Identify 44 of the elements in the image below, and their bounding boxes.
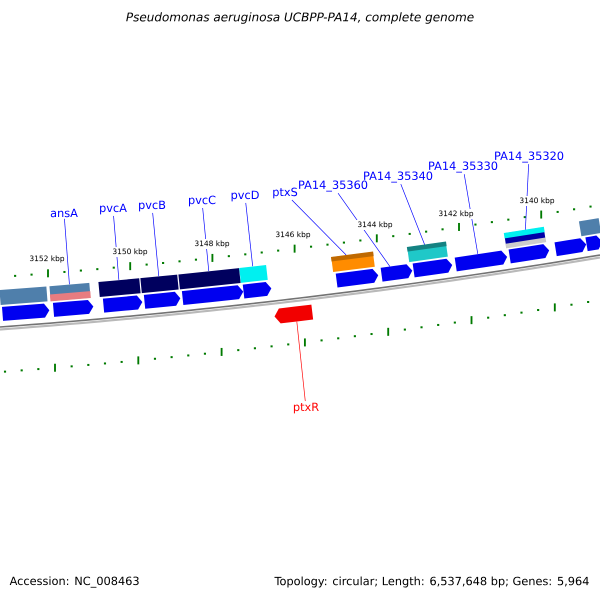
gene-label: ansA xyxy=(50,208,78,218)
gene-block xyxy=(52,300,94,317)
gene-label: pvcA xyxy=(100,204,127,214)
gene-block xyxy=(508,244,550,264)
leader-line xyxy=(296,321,306,402)
gene-label: PA14_35340 xyxy=(364,171,432,183)
gene-block xyxy=(182,285,244,306)
gene-block xyxy=(242,282,272,298)
gene-bar xyxy=(239,264,268,283)
title: Pseudomonas aeruginosa UCBPP-PA14, complete genome xyxy=(126,12,474,24)
gene-bar xyxy=(504,226,546,248)
gene-block xyxy=(336,268,378,288)
leader-line xyxy=(400,184,425,245)
gene-bar xyxy=(578,218,600,236)
leader-line xyxy=(292,200,346,256)
gene-label: PA14_35330 xyxy=(429,161,498,173)
gene-label: pvcB xyxy=(139,200,166,212)
leader-line xyxy=(245,202,253,267)
gene-bar xyxy=(49,282,91,302)
gene-bar xyxy=(406,242,448,262)
gene-block xyxy=(144,292,180,309)
gene-label: PA14_35360 xyxy=(299,180,368,192)
gene-block xyxy=(380,264,412,282)
gene-block xyxy=(585,236,600,252)
gene-block xyxy=(2,304,50,321)
gene-label: pvcD xyxy=(232,190,259,202)
gene-block xyxy=(412,258,452,278)
leader-line xyxy=(464,174,478,254)
gene-label: ptxS xyxy=(273,188,298,198)
leader-line xyxy=(64,218,70,285)
gene-bar xyxy=(330,252,375,272)
gene-bar xyxy=(140,274,179,294)
gene-label: pvcC xyxy=(189,196,216,206)
gene-label: ptxR xyxy=(294,402,319,414)
gene-bar xyxy=(0,286,48,306)
gene-block xyxy=(454,250,508,272)
genome-info-text: Topology: circular; Length: 6,537,648 bp; Genes: 5,964 xyxy=(274,576,589,588)
gene-block xyxy=(274,304,314,324)
gene-block xyxy=(102,296,142,313)
gene-bar xyxy=(178,268,241,290)
gene-bar xyxy=(98,278,141,297)
accession-text: Accession: NC_008463 xyxy=(10,576,139,588)
gene-label: PA14_35320 xyxy=(495,151,564,163)
gene-block xyxy=(554,238,586,256)
